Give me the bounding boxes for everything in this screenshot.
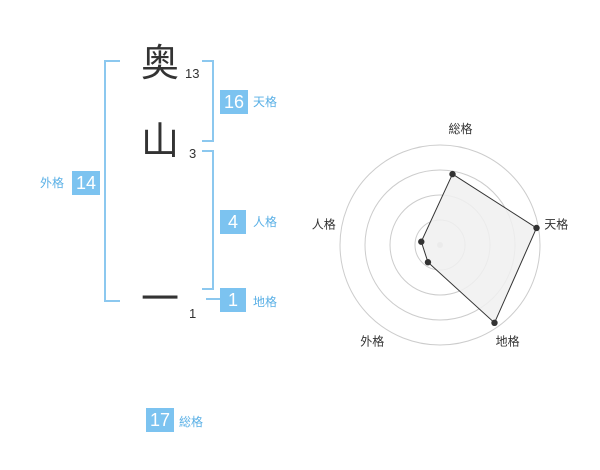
jinkaku-bracket (202, 150, 214, 290)
radar-axis-label-1: 天格 (544, 217, 568, 232)
radar-point-4 (418, 238, 425, 245)
name-char-2: 山 (141, 119, 180, 163)
radar-point-0 (449, 170, 456, 178)
stroke-count-3: 1 (189, 306, 197, 321)
radar-axis-label-2: 地格 (496, 334, 520, 349)
radar-point-1 (533, 224, 540, 232)
stroke-count-1: 13 (185, 66, 200, 81)
name-char-1: 奥 (141, 41, 180, 85)
outer-left-bracket (104, 60, 120, 302)
name-char-3: 一 (141, 277, 180, 321)
chikaku-connector (206, 298, 220, 300)
chikaku-value: 1 (220, 288, 246, 312)
stroke-count-2: 3 (189, 146, 197, 161)
soukaku-value: 17 (146, 408, 174, 432)
soukaku-label: 総格 (179, 415, 204, 429)
tenkaku-bracket (202, 60, 214, 142)
radar-axis-label-0: 総格 (448, 121, 472, 136)
tenkaku-value: 16 (220, 90, 248, 114)
gaikaku-label: 外格 (40, 176, 65, 190)
radar-ring-4 (339, 144, 541, 346)
jinkaku-value: 4 (220, 210, 246, 234)
radar-polygon (420, 173, 538, 324)
jinkaku-label: 人格 (253, 215, 278, 229)
radar-axis-label-3: 外格 (360, 334, 384, 349)
gaikaku-value: 14 (72, 171, 100, 195)
radar-axis-label-4: 人格 (312, 217, 336, 232)
radar-point-2 (491, 319, 498, 327)
tenkaku-label: 天格 (253, 95, 278, 109)
chikaku-label: 地格 (253, 295, 278, 309)
radar-point-3 (424, 259, 432, 266)
